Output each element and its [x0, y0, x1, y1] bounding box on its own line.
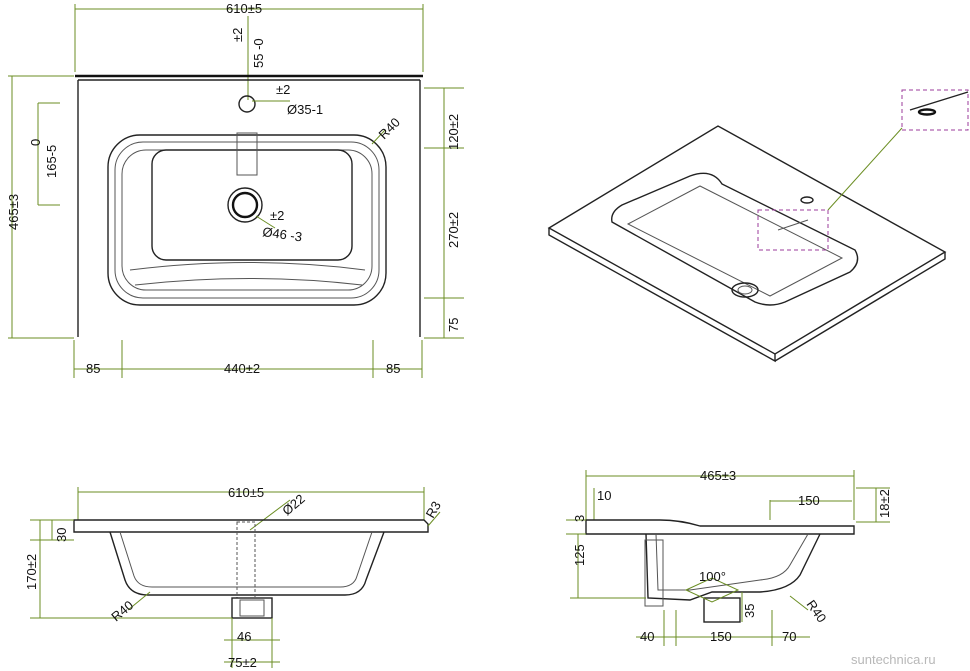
dim-edge-radius: R3: [423, 499, 444, 521]
iso-drain: [731, 282, 759, 298]
dim-edge-thk: 3: [572, 515, 587, 522]
iso-bowl-floor: [626, 185, 844, 297]
detail-box-large: [901, 89, 969, 131]
leader-line: [371, 129, 386, 145]
front-bowl-outer: [109, 531, 385, 596]
detail-edge: [909, 91, 969, 111]
dim-side-depth: 465±3: [700, 468, 736, 483]
angle-marker: [684, 577, 740, 603]
iso-bowl-rim: [611, 172, 859, 306]
dim-bowl-depth: 125: [572, 544, 587, 566]
front-slab: [73, 519, 429, 533]
dim-drain-dia: Ø46 -3: [262, 224, 303, 244]
dim-bottom-right: 85: [386, 361, 400, 376]
dim-right-mid: 270±2: [446, 212, 461, 248]
dim-side-bottom-mid: 150: [710, 629, 732, 644]
dim-side-bottom-right: 70: [782, 629, 796, 644]
iso-front-edge: [548, 228, 776, 363]
leader-line: [427, 511, 441, 527]
dim-front-bowl-radius: R40: [108, 597, 136, 624]
dim-right-top: 120±2: [446, 114, 461, 150]
dim-total-height: 170±2: [24, 554, 39, 590]
drain-outer: [227, 187, 263, 223]
side-slab: [585, 519, 855, 535]
dim-rim-height: 30: [54, 528, 69, 542]
watermark: suntechnica.ru: [851, 652, 936, 667]
dim-drain-tol: 75±2: [228, 655, 257, 670]
bowl-ridge: [129, 262, 366, 271]
dim-bottom-left: 85: [86, 361, 100, 376]
bowl-inner: [121, 149, 373, 291]
dim-left-tol-b: 165-5: [44, 145, 59, 178]
dim-left-tol-a: 0: [28, 139, 43, 146]
iso-tap-hole: [800, 196, 814, 204]
side-bowl-outer: [645, 533, 821, 601]
bowl-ridge: [134, 278, 363, 286]
dim-top-width: 610±5: [226, 1, 262, 16]
overflow-slot: [236, 132, 258, 176]
leader-line: [789, 595, 809, 611]
dim-hole-dia-tol: ±2: [276, 82, 290, 97]
side-drain: [703, 597, 741, 623]
dim-drain-height: 35: [742, 604, 757, 618]
iso-side-edge: [774, 252, 946, 362]
bowl-mid: [114, 141, 380, 299]
drain-inner: [231, 191, 259, 219]
detail-edge-small: [777, 219, 809, 231]
side-overflow: [644, 539, 664, 607]
dim-hole-dia: Ø35-1: [287, 102, 323, 117]
detail-box-small: [757, 209, 829, 251]
iso-top-surface: [547, 125, 947, 355]
dim-bottom-mid: 440±2: [224, 361, 260, 376]
dim-rim-offset: 10: [597, 488, 611, 503]
detail-hole: [917, 108, 937, 116]
dim-side-bottom-left: 40: [640, 629, 654, 644]
dim-front-width: 610±5: [228, 485, 264, 500]
dim-pipe-dia: Ø22: [279, 491, 307, 518]
tap-hole: [238, 95, 256, 113]
dim-drain-width: 46: [237, 629, 251, 644]
dim-hole-offset: 150: [798, 493, 820, 508]
front-bowl-inner: [119, 531, 373, 588]
dim-side-rim-height: 18±2: [877, 489, 892, 518]
dim-hole-offset-tol: ±2: [230, 28, 245, 42]
dim-angle: 100°: [699, 569, 726, 584]
dim-drain-tol: ±2: [270, 208, 284, 223]
front-drain-inner: [239, 599, 265, 617]
front-view: 610±5 Ø22 R3 30 170±2 R40 46 75±2: [24, 485, 444, 670]
dim-depth: 465±3: [6, 194, 21, 230]
side-view: 465±3 10 150 18±2 100° 3 125 35 R40: [566, 468, 892, 646]
leader-line: [127, 591, 151, 611]
top-view: 610±5 ±2 55 -0 ±2 Ø35-1 ±2 Ø46 -3 R40: [6, 1, 464, 378]
leader-line: [255, 215, 276, 229]
dim-right-bot: 75: [446, 318, 461, 332]
bowl-outer: [107, 134, 387, 306]
isometric-view: [547, 89, 969, 363]
front-drain: [231, 597, 273, 619]
dim-hole-offset: 55 -0: [251, 38, 266, 68]
leader-line: [249, 499, 291, 531]
side-bowl-inner: [655, 533, 809, 591]
detail-leader: [827, 127, 903, 211]
bowl-floor: [151, 149, 353, 261]
dim-side-bowl-radius: R40: [804, 597, 830, 625]
iso-drain-inner: [737, 285, 753, 295]
dim-bowl-radius: R40: [376, 115, 403, 142]
